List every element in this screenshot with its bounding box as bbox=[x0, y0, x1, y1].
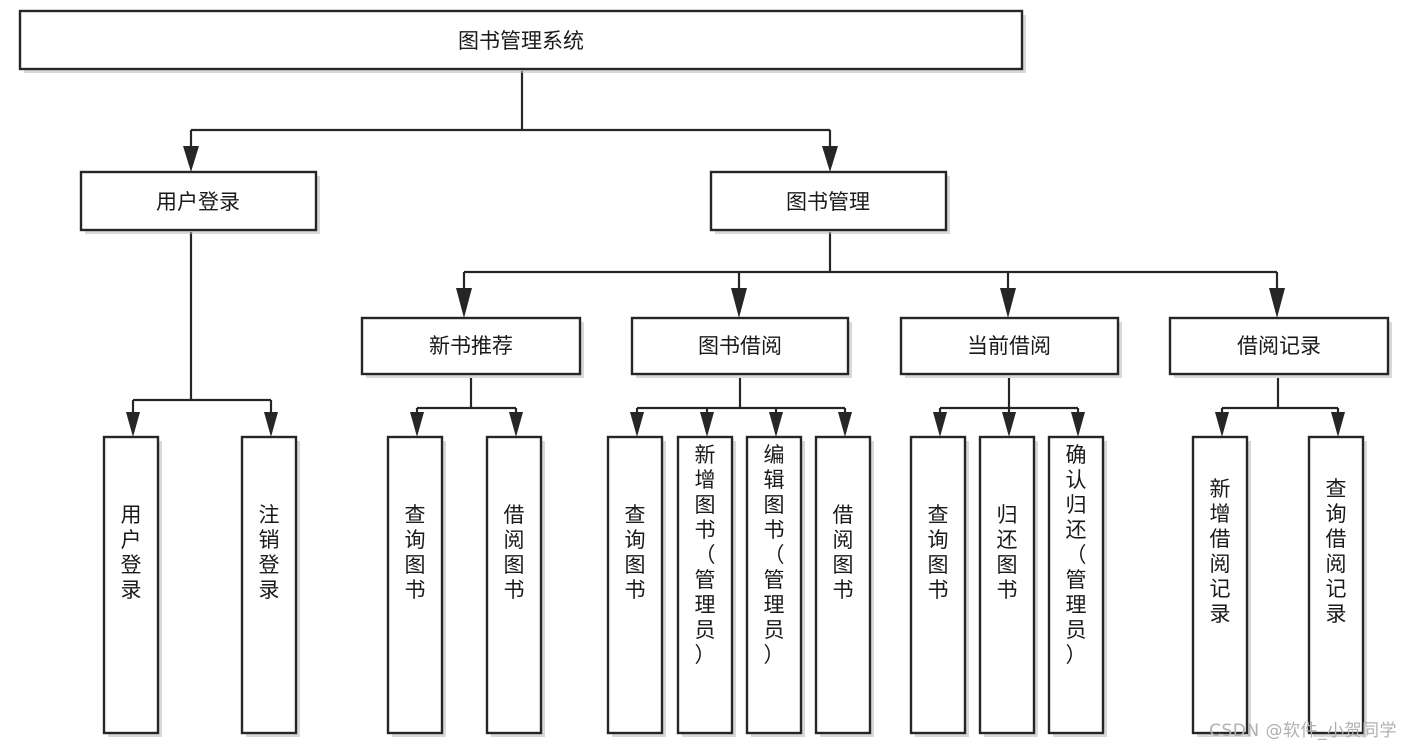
arrowhead-leaf-user-login bbox=[126, 412, 140, 437]
leaf-user-login-box bbox=[102, 435, 160, 735]
leaf-logout-box bbox=[240, 435, 298, 735]
node-user-login[interactable]: 用户登录 bbox=[79, 170, 320, 234]
arrowhead-book-manage bbox=[822, 146, 838, 172]
arrowhead-currentborrow-leaf-1 bbox=[1002, 412, 1016, 437]
leaf-currentborrow-1-label: 归还图书 bbox=[997, 503, 1018, 602]
borrow-record-box bbox=[1168, 316, 1390, 376]
leaf-bookborrow-edit-book[interactable]: 编辑图书（管理员） bbox=[745, 435, 805, 737]
node-book-borrow[interactable]: 图书借阅 bbox=[630, 316, 852, 378]
leaf-borrowrecord-0-box bbox=[1191, 435, 1249, 735]
user-login-label: 用户登录 bbox=[156, 190, 240, 214]
new-book-box bbox=[360, 316, 582, 376]
leaf-currentborrow-return-book[interactable]: 归还图书 bbox=[978, 435, 1038, 737]
arrowhead-leaf-logout bbox=[264, 412, 278, 437]
current-borrow-label: 当前借阅 bbox=[967, 334, 1051, 358]
leaf-newbook-1-box bbox=[485, 435, 543, 735]
leaf-logout[interactable]: 注销登录 bbox=[240, 435, 300, 737]
arrowhead-newbook-leaf-1 bbox=[509, 412, 523, 437]
borrow-record-label: 借阅记录 bbox=[1237, 334, 1321, 358]
arrowhead-bookborrow-leaf-1 bbox=[700, 412, 714, 437]
leaf-bookborrow-query-book[interactable]: 查询图书 bbox=[606, 435, 666, 737]
arrowhead-bookborrow bbox=[731, 288, 747, 318]
book-manage-label: 图书管理 bbox=[786, 190, 870, 214]
leaf-bookborrow-add-book[interactable]: 新增图书（管理员） bbox=[676, 435, 736, 737]
leaf-currentborrow-2-box bbox=[1047, 435, 1105, 735]
book-borrow-box bbox=[630, 316, 850, 376]
leaf-newbook-1-label: 借阅图书 bbox=[504, 503, 525, 602]
node-root-system[interactable]: 图书管理系统 bbox=[18, 9, 1026, 73]
arrowhead-bookborrow-leaf-2 bbox=[769, 412, 783, 437]
arrowhead-newbook-leaf-0 bbox=[410, 412, 424, 437]
leaf-currentborrow-2-label: 确认归还（管理员） bbox=[1066, 443, 1087, 667]
node-book-manage[interactable]: 图书管理 bbox=[709, 170, 950, 234]
arrowhead-currentborrow bbox=[1000, 288, 1016, 318]
leaf-newbook-query-book[interactable]: 查询图书 bbox=[386, 435, 446, 737]
arrowhead-borrowrecord bbox=[1269, 288, 1285, 318]
root-label: 图书管理系统 bbox=[458, 29, 584, 53]
leaf-currentborrow-0-label: 查询图书 bbox=[928, 503, 949, 602]
node-current-borrow[interactable]: 当前借阅 bbox=[899, 316, 1122, 378]
node-borrow-record[interactable]: 借阅记录 bbox=[1168, 316, 1392, 378]
leaf-currentborrow-1-box bbox=[978, 435, 1036, 735]
book-borrow-label: 图书借阅 bbox=[698, 334, 782, 358]
root-box bbox=[18, 9, 1024, 71]
arrowhead-currentborrow-leaf-2 bbox=[1071, 412, 1085, 437]
leaf-borrowrecord-1-box bbox=[1307, 435, 1365, 735]
arrowhead-bookborrow-leaf-0 bbox=[630, 412, 644, 437]
leaf-borrowrecord-1-label: 查询借阅记录 bbox=[1326, 477, 1347, 626]
leaf-bookborrow-0-box bbox=[606, 435, 664, 735]
current-borrow-box bbox=[899, 316, 1120, 376]
leaf-borrowrecord-0-label: 新增借阅记录 bbox=[1210, 477, 1231, 626]
leaf-user-login[interactable]: 用户登录 bbox=[102, 435, 162, 737]
edge-layer bbox=[126, 71, 1345, 437]
leaf-bookborrow-1-box bbox=[676, 435, 734, 735]
arrowhead-borrowrecord-leaf-1 bbox=[1331, 412, 1345, 437]
arrowhead-user-login bbox=[183, 146, 199, 172]
arrowhead-borrowrecord-leaf-0 bbox=[1215, 412, 1229, 437]
arrowhead-currentborrow-leaf-0 bbox=[933, 412, 947, 437]
leaf-logout-label: 注销登录 bbox=[259, 503, 280, 602]
leaf-bookborrow-0-label: 查询图书 bbox=[625, 503, 646, 602]
leaf-newbook-0-label: 查询图书 bbox=[405, 503, 426, 602]
leaf-borrowrecord-add-record[interactable]: 新增借阅记录 bbox=[1191, 435, 1251, 737]
leaf-bookborrow-3-box bbox=[814, 435, 872, 735]
leaf-currentborrow-confirm-return[interactable]: 确认归还（管理员） bbox=[1047, 435, 1107, 737]
leaf-bookborrow-2-box bbox=[745, 435, 803, 735]
new-book-label: 新书推荐 bbox=[429, 334, 513, 358]
arrowhead-newbook bbox=[456, 288, 472, 318]
arrowhead-bookborrow-leaf-3 bbox=[838, 412, 852, 437]
user-login-box bbox=[79, 170, 318, 232]
leaf-bookborrow-1-label: 新增图书（管理员） bbox=[695, 443, 716, 667]
leaf-newbook-0-box bbox=[386, 435, 444, 735]
leaf-user-login-label: 用户登录 bbox=[121, 503, 142, 602]
node-new-book-recommend[interactable]: 新书推荐 bbox=[360, 316, 584, 378]
leaf-bookborrow-borrow-book[interactable]: 借阅图书 bbox=[814, 435, 874, 737]
book-manage-box bbox=[709, 170, 948, 232]
leaf-borrowrecord-query-record[interactable]: 查询借阅记录 bbox=[1307, 435, 1367, 737]
leaf-bookborrow-3-label: 借阅图书 bbox=[833, 503, 854, 602]
leaf-currentborrow-query-book[interactable]: 查询图书 bbox=[909, 435, 969, 737]
leaf-bookborrow-2-label: 编辑图书（管理员） bbox=[764, 443, 785, 667]
leaf-currentborrow-0-box bbox=[909, 435, 967, 735]
leaf-newbook-borrow-book[interactable]: 借阅图书 bbox=[485, 435, 545, 737]
